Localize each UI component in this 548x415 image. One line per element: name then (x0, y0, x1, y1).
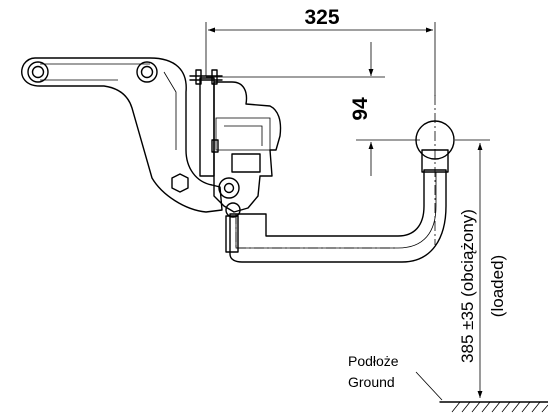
dimension-94: 94 (206, 42, 420, 176)
ground: Podłoże Ground (348, 353, 548, 413)
dimension-loaded-label: (loaded) (488, 255, 507, 317)
dimension-385: 385 ±35 (obciążony) (loaded) (455, 139, 507, 398)
dimension-94-label: 94 (349, 97, 372, 121)
center-lines (235, 95, 436, 249)
coupling-body (189, 69, 282, 213)
dimension-385-label: 385 ±35 (obciążony) (458, 209, 477, 363)
dimension-325: 325 (205, 6, 436, 96)
ground-label-pl: Podłoże (348, 353, 399, 369)
tow-neck (225, 120, 455, 263)
mounting-bracket (21, 57, 240, 213)
dimension-325-label: 325 (304, 6, 339, 29)
ground-label-en: Ground (348, 374, 395, 390)
